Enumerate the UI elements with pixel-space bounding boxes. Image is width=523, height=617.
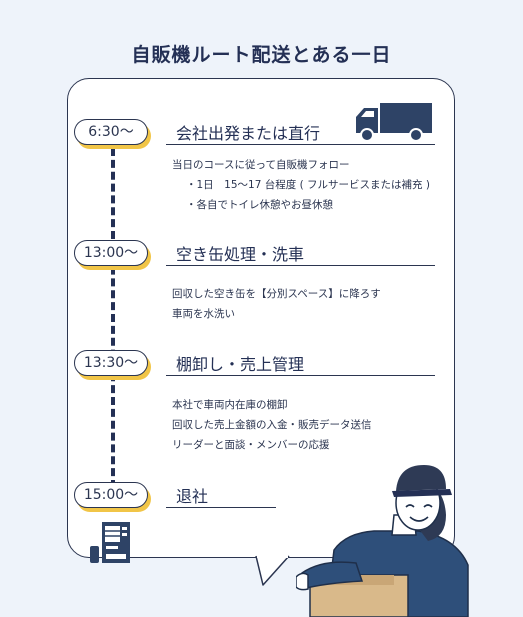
detail-line: 回収した空き缶を【分別スペース】に降ろす bbox=[172, 288, 381, 300]
truck-icon bbox=[356, 103, 432, 142]
step-title-4: 退社 bbox=[176, 487, 209, 506]
step-underline-1 bbox=[166, 144, 435, 145]
step-title-1: 会社出発または直行 bbox=[176, 124, 321, 143]
step-details-2: 回収した空き缶を【分別スペース】に降ろす 車両を水洗い bbox=[172, 284, 381, 324]
detail-line: ・各自でトイレ休憩やお昼休憩 bbox=[186, 199, 333, 211]
step-underline-3 bbox=[166, 375, 435, 376]
vending-machine-icon bbox=[90, 522, 130, 563]
detail-line: 車両を水洗い bbox=[172, 308, 235, 320]
time-pill-step-3: 13:30〜 bbox=[74, 350, 148, 376]
detail-line: 当日のコースに従って自販機フォロー bbox=[172, 159, 350, 171]
detail-line: リーダーと面談・メンバーの応援 bbox=[172, 439, 330, 451]
step-underline-2 bbox=[166, 265, 435, 266]
detail-line: ・1日 15〜17 台程度 ( フルサービスまたは補充 ) bbox=[186, 179, 430, 191]
detail-line: 本社で車両内在庫の棚卸 bbox=[172, 399, 288, 411]
bubble-tail bbox=[255, 555, 290, 586]
time-pill-step-1: 6:30〜 bbox=[74, 119, 148, 145]
timeline-dashed-line bbox=[111, 148, 115, 488]
step-underline-4 bbox=[166, 507, 276, 508]
step-details-1: 当日のコースに従って自販機フォロー ・1日 15〜17 台程度 ( フルサービス… bbox=[172, 155, 430, 215]
step-title-3: 棚卸し・売上管理 bbox=[176, 355, 305, 374]
step-details-3: 本社で車両内在庫の棚卸 回収した売上金額の入金・販売データ送信 リーダーと面談・… bbox=[172, 395, 372, 455]
worker-illustration bbox=[296, 465, 469, 617]
speech-bubble bbox=[67, 78, 455, 558]
time-pill-step-4: 15:00〜 bbox=[74, 482, 148, 508]
step-title-2: 空き缶処理・洗車 bbox=[176, 245, 305, 264]
page-title: 自販機ルート配送とある一日 bbox=[131, 44, 392, 66]
time-pill-step-2: 13:00〜 bbox=[74, 240, 148, 266]
detail-line: 回収した売上金額の入金・販売データ送信 bbox=[172, 419, 372, 431]
